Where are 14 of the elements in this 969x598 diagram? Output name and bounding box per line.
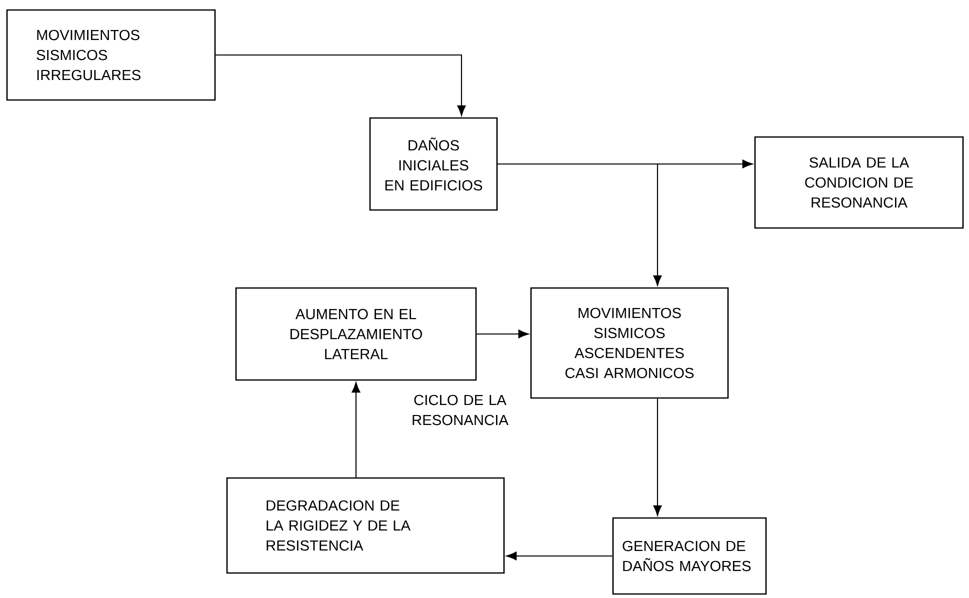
arrow: [216, 54, 466, 116]
arrow: [476, 330, 529, 338]
process-box: MOVIMIENTOS SISMICOS ASCENDENTES CASI ARMONICOS: [530, 287, 729, 399]
process-box: MOVIMIENTOS SISMICOS IRREGULARES: [6, 9, 216, 101]
cycle-label: CICLO DE LA RESONANCIA: [412, 394, 508, 426]
arrow: [653, 398, 662, 516]
arrow: [352, 382, 360, 478]
process-box: SALIDA DE LA CONDICION DE RESONANCIA: [754, 136, 964, 229]
process-box: AUMENTO EN EL DESPLAZAMIENTO LATERAL: [235, 287, 477, 381]
arrow: [498, 163, 662, 286]
arrow: [506, 552, 612, 560]
process-box: GENERACION DE DAÑOS MAYORES: [612, 517, 767, 595]
process-box: DAÑOS INICIALES EN EDIFICIOS: [369, 117, 498, 211]
process-box: DEGRADACION DE LA RIGIDEZ Y DE LA RESISTENCIA: [226, 477, 505, 574]
